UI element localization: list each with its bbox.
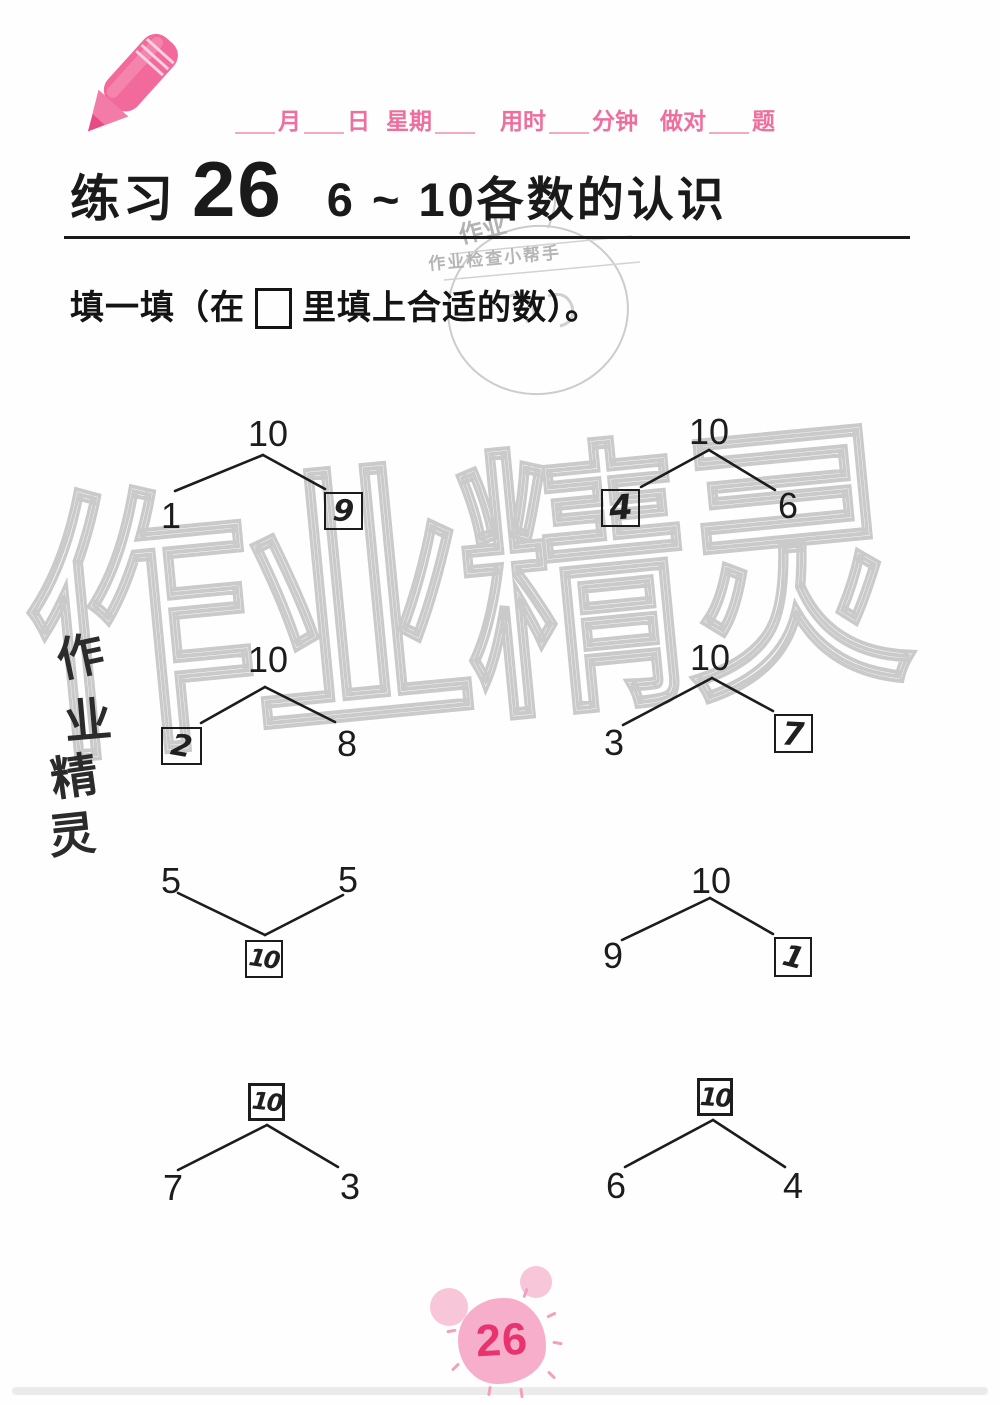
- bond7-handwritten-answer: 10: [250, 1086, 283, 1118]
- bond2-right: 6: [777, 485, 799, 526]
- number-bond-6: 10 9 1: [560, 860, 820, 985]
- checker-stamp: 作业 作业检查小帮手: [420, 181, 680, 432]
- page-title: 练习 26 6 ~ 10各数的认识: [70, 145, 727, 233]
- label-minutes: 分钟: [592, 108, 638, 134]
- title-exercise-number: 26: [192, 145, 283, 233]
- bond-lines: [176, 1123, 340, 1172]
- bond5-handwritten-answer: 10: [247, 943, 281, 975]
- bond8-right: 4: [782, 1165, 804, 1206]
- splat-spike: [546, 1370, 557, 1380]
- bond8-left: 6: [605, 1165, 627, 1206]
- bond-lines: [623, 1118, 787, 1169]
- splat-spike: [546, 1311, 557, 1319]
- pencil-icon: [88, 34, 178, 132]
- handwritten-char-4: 灵: [45, 805, 99, 866]
- splat-spike: [446, 1328, 457, 1334]
- bond6-parent: 10: [690, 860, 732, 901]
- bond3-answer-box[interactable]: 2: [161, 727, 202, 765]
- splat-spike: [519, 1387, 524, 1399]
- bond5-left: 5: [160, 860, 182, 901]
- bond5-right: 5: [337, 859, 359, 900]
- blank-month[interactable]: [235, 110, 275, 134]
- number-bond-2: 10 6 4: [560, 411, 810, 535]
- instruction-text: 填一填（在 里填上合适的数）。: [70, 280, 600, 329]
- header-date-line: 月 日 星期 用时 分钟 做对 题: [232, 108, 775, 134]
- bond1-handwritten-answer: 9: [331, 492, 356, 530]
- stamp-outline-icon: [443, 181, 641, 396]
- blank-minutes[interactable]: [549, 110, 589, 134]
- bond3-handwritten-answer: 2: [168, 726, 195, 766]
- bond6-left: 9: [602, 935, 624, 976]
- splat-spike: [487, 1385, 492, 1397]
- bond2-handwritten-answer: 4: [606, 487, 635, 529]
- bond7-left: 7: [162, 1167, 184, 1208]
- scan-edge-shadow: [12, 1387, 988, 1395]
- bond-lines: [639, 448, 777, 492]
- bond-lines: [173, 453, 327, 493]
- number-bond-1: 10 1 9: [140, 413, 380, 540]
- label-weekday: 星期: [386, 108, 432, 134]
- number-bond-4: 10 3 7: [560, 637, 820, 765]
- splat-spike: [450, 1362, 461, 1372]
- bond8-answer-box[interactable]: 10: [697, 1078, 733, 1116]
- bond1-parent: 10: [247, 413, 289, 454]
- instruction-sample-box: [255, 288, 292, 329]
- bond7-right: 3: [339, 1166, 361, 1207]
- title-subject: 6 ~ 10各数的认识: [326, 173, 727, 226]
- bond7-answer-box[interactable]: 10: [248, 1083, 285, 1121]
- bond-lines: [620, 896, 775, 942]
- blank-correct-count[interactable]: [709, 110, 749, 134]
- title-prefix: 练习: [70, 171, 176, 227]
- splat-main-blob: [458, 1298, 546, 1384]
- bond4-handwritten-answer: 7: [781, 713, 806, 754]
- label-correct: 做对: [660, 108, 706, 134]
- label-time-used: 用时: [500, 108, 546, 134]
- number-bond-3: 10 8 2: [140, 639, 380, 770]
- instruction-post: 里填上合适的数）。: [302, 289, 600, 327]
- number-bond-8: 10 6 4: [560, 1075, 820, 1207]
- instruction-pre: 填一填（在: [70, 289, 245, 327]
- blank-day[interactable]: [304, 110, 344, 134]
- bond4-answer-box[interactable]: 7: [774, 714, 813, 753]
- splat-spike: [552, 1340, 563, 1346]
- bond-lines: [176, 891, 345, 937]
- bond5-answer-box[interactable]: 10: [245, 940, 283, 978]
- splat-dot-left: [430, 1288, 468, 1326]
- title-divider: [64, 236, 910, 239]
- label-month: 月: [278, 108, 301, 134]
- bond4-left: 3: [603, 722, 625, 763]
- bond-lines: [621, 676, 775, 727]
- number-bond-5: 5 5 10: [140, 859, 380, 985]
- page-number: 26: [474, 1312, 530, 1367]
- bond1-answer-box[interactable]: 9: [324, 492, 363, 530]
- number-bond-7: 10 7 3: [140, 1080, 380, 1210]
- bond8-handwritten-answer: 10: [698, 1081, 732, 1113]
- label-questions: 题: [752, 108, 775, 134]
- bond4-parent: 10: [689, 637, 731, 678]
- blank-weekday[interactable]: [435, 110, 475, 134]
- label-day: 日: [347, 108, 370, 134]
- page-number-splat: 26: [428, 1266, 628, 1399]
- bond2-parent: 10: [688, 411, 730, 452]
- bond6-handwritten-answer: 1: [778, 937, 808, 977]
- bond1-left: 1: [160, 495, 182, 536]
- bond3-parent: 10: [247, 639, 289, 680]
- bond2-answer-box[interactable]: 4: [601, 487, 640, 529]
- bond-lines: [199, 685, 337, 725]
- bond3-right: 8: [336, 723, 358, 764]
- bond6-answer-box[interactable]: 1: [774, 937, 812, 977]
